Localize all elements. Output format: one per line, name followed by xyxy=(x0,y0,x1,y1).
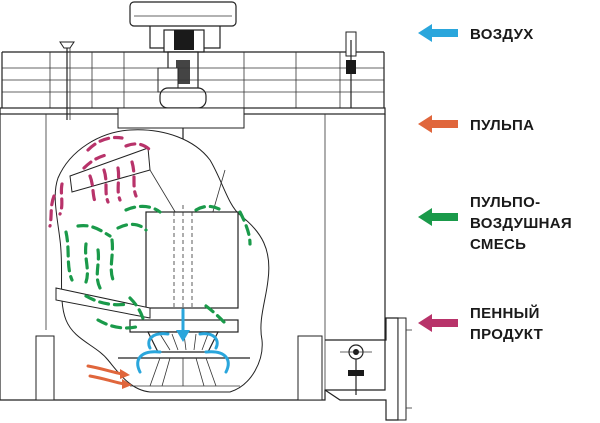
mixture-arrow-icon xyxy=(418,208,458,226)
legend-label-pulp: ПУЛЬПА xyxy=(470,117,534,134)
froth-arrow-icon xyxy=(418,314,458,332)
legend-item-air: ВОЗДУХ xyxy=(418,24,534,43)
legend-label-froth-1: ПЕННЫЙ xyxy=(470,304,540,322)
pulp-flow-arrows xyxy=(86,364,126,386)
air-flow-arrows xyxy=(136,308,230,374)
legend-label-froth-2: ПРОДУКТ xyxy=(470,326,543,343)
legend-label-mixture-3: СМЕСЬ xyxy=(470,236,526,253)
legend-item-pulp: ПУЛЬПА xyxy=(418,115,534,134)
discharge-box xyxy=(324,317,412,421)
flotation-cell-machine xyxy=(0,1,412,421)
legend-label-air: ВОЗДУХ xyxy=(470,26,534,43)
legend: ВОЗДУХ ПУЛЬПА ПУЛЬПО- ВОЗДУШНАЯ СМЕСЬ ПЕ… xyxy=(418,24,572,343)
valve-actuator xyxy=(345,31,357,108)
tank-body xyxy=(0,114,386,401)
level-rod xyxy=(59,41,75,120)
legend-item-froth: ПЕННЫЙ ПРОДУКТ xyxy=(418,304,543,343)
air-arrow-icon xyxy=(418,24,458,42)
mixture-flow-arrows xyxy=(64,204,252,330)
legend-label-mixture-1: ПУЛЬПО- xyxy=(470,194,540,211)
legend-label-mixture-2: ВОЗДУШНАЯ xyxy=(470,215,572,232)
legend-item-mixture: ПУЛЬПО- ВОЗДУШНАЯ СМЕСЬ xyxy=(418,194,572,253)
handrail xyxy=(1,51,385,110)
pulp-arrow-icon xyxy=(418,115,458,133)
froth-flow-arrows xyxy=(48,135,152,228)
